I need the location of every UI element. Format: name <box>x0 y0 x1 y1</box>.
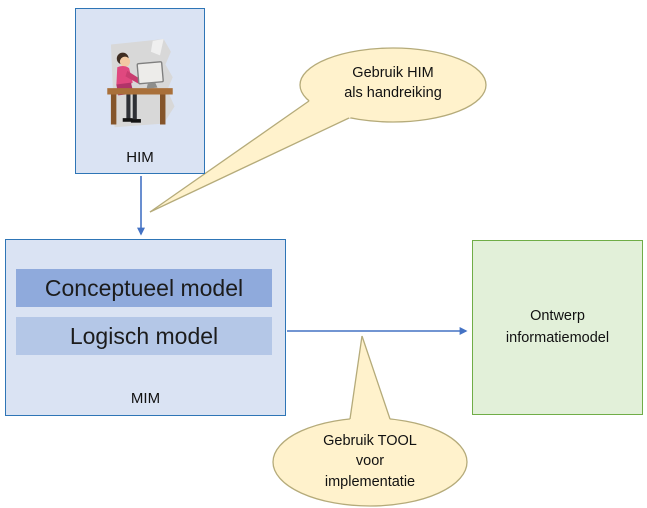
desk-leg <box>160 94 166 125</box>
clipart-highlight <box>150 39 164 56</box>
desk-top <box>107 88 173 95</box>
person-foot <box>130 119 141 123</box>
person-torso <box>116 66 133 87</box>
conceptueel-model-bar: Conceptueel model <box>16 269 272 307</box>
person-foot <box>122 118 133 122</box>
ontwerp-informatiemodel-label: Ontwerp informatiemodel <box>505 308 610 346</box>
person-shin <box>132 94 137 120</box>
person-at-desk-illustration <box>107 39 175 128</box>
callout-tool-text: Gebruik TOOL voor implementatie <box>323 433 417 490</box>
monitor <box>136 61 164 89</box>
him-box: HIM <box>75 8 205 174</box>
conceptueel-model-label: Conceptueel model <box>44 274 244 301</box>
logisch-model-bar: Logisch model <box>16 317 272 355</box>
person-shin <box>126 93 131 120</box>
mim-box: Conceptueel model Logisch model MIM <box>5 239 286 416</box>
callout-tool-bubble <box>272 335 468 507</box>
logisch-model-label: Logisch model <box>69 322 219 349</box>
ontwerp-informatiemodel-box: Ontwerp informatiemodel <box>472 240 643 415</box>
him-label: HIM <box>126 149 154 166</box>
person-head <box>119 56 131 67</box>
callout-him-bubble <box>149 47 487 213</box>
desk-leg <box>110 94 117 125</box>
person-arm <box>125 70 142 85</box>
mim-label: MIM <box>130 390 161 407</box>
callout-him-text: Gebruik HIM als handreiking <box>344 65 442 102</box>
